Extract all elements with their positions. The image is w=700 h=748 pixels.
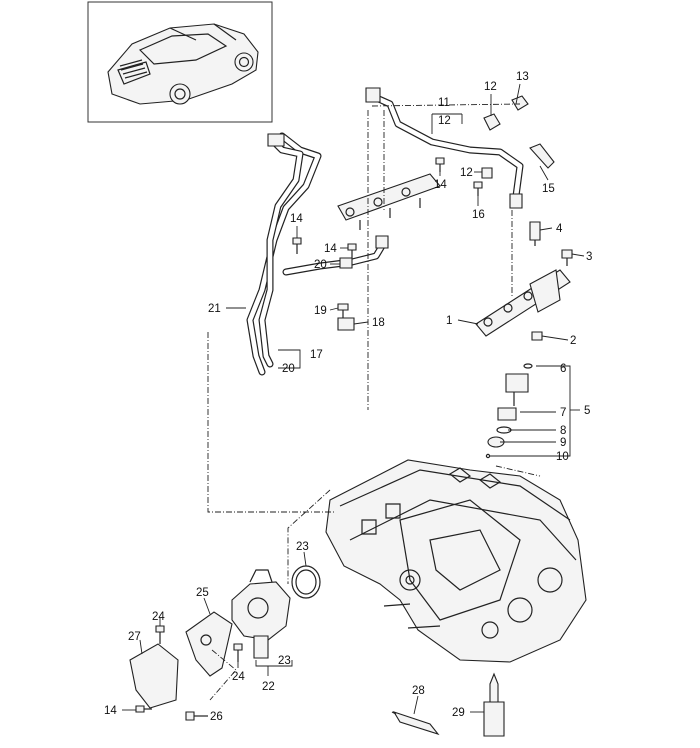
clamp-12 [481,167,493,179]
sealant-bottle-29 [483,672,505,737]
vehicle-inset [87,1,273,123]
callout-16: 16 [472,209,485,221]
callout-numbers: 13 12 11 12 14 12 15 16 14 14 20 4 3 21 … [104,71,592,723]
callout-6: 6 [560,363,566,375]
fuel-line-upper [365,87,529,209]
callout-3: 3 [586,251,592,263]
bolt-14-lower [135,705,152,713]
screw-2 [531,331,543,341]
callout-18: 18 [372,317,385,329]
hose-21 [246,132,322,376]
callout-23: 23 [296,541,309,553]
bolt-24-left [155,625,165,644]
callout-12: 12 [460,167,473,179]
callout-26: 26 [210,711,223,723]
bracket-15 [529,143,555,169]
callout-13: 13 [516,71,529,83]
sealant-tube-28 [391,711,440,736]
callout-10: 10 [556,451,569,463]
callout-17: 17 [310,349,323,361]
callout-14: 14 [104,705,117,717]
callout-19: 19 [314,305,327,317]
callout-14: 14 [434,179,447,191]
heat-shield-27 [129,643,179,709]
callout-29: 29 [452,707,465,719]
bolt-3 [561,249,573,266]
callout-4: 4 [556,223,563,235]
callout-20: 20 [314,259,327,271]
callout-15: 15 [542,183,555,195]
bracket-18 [337,317,355,331]
callout-27: 27 [128,631,141,643]
bolt-14-mid [347,243,357,258]
callout-7: 7 [560,407,566,419]
bolt-26 [185,711,208,721]
callout-24: 24 [152,611,165,623]
callout-23: 23 [278,655,291,667]
callout-14: 14 [324,243,337,255]
callout-20: 20 [282,363,295,375]
callout-28: 28 [412,685,425,697]
car-thumbnail-icon [107,23,259,105]
engine-block [325,459,587,663]
callout-2: 2 [570,335,576,347]
bolt-14-upper [292,237,302,254]
bolt-16 [473,181,483,196]
callout-24: 24 [232,671,245,683]
callout-22: 22 [262,681,275,693]
fuel-rail-right-1 [475,269,571,337]
callout-11: 11 [438,97,450,109]
seal-ring-23 [291,565,321,599]
clip-20 [339,257,353,269]
pressure-sensor-4 [529,221,541,246]
callout-12: 12 [438,115,451,127]
assembly-guides [207,103,541,701]
leader-lines [122,83,585,717]
callout-1: 1 [446,315,452,327]
callout-12: 12 [484,81,497,93]
callout-9: 9 [560,437,566,449]
fuel-rail-left [337,173,441,230]
bolt-24-right [233,643,243,662]
callout-14: 14 [290,213,303,225]
callout-5: 5 [584,405,590,417]
bracket-25 [185,611,233,677]
callout-21: 21 [208,303,221,315]
callout-25: 25 [196,587,209,599]
callout-8: 8 [560,425,566,437]
injector-assembly [485,363,533,459]
thermostat-housing-22 [231,569,291,659]
bolt-19 [337,303,349,318]
